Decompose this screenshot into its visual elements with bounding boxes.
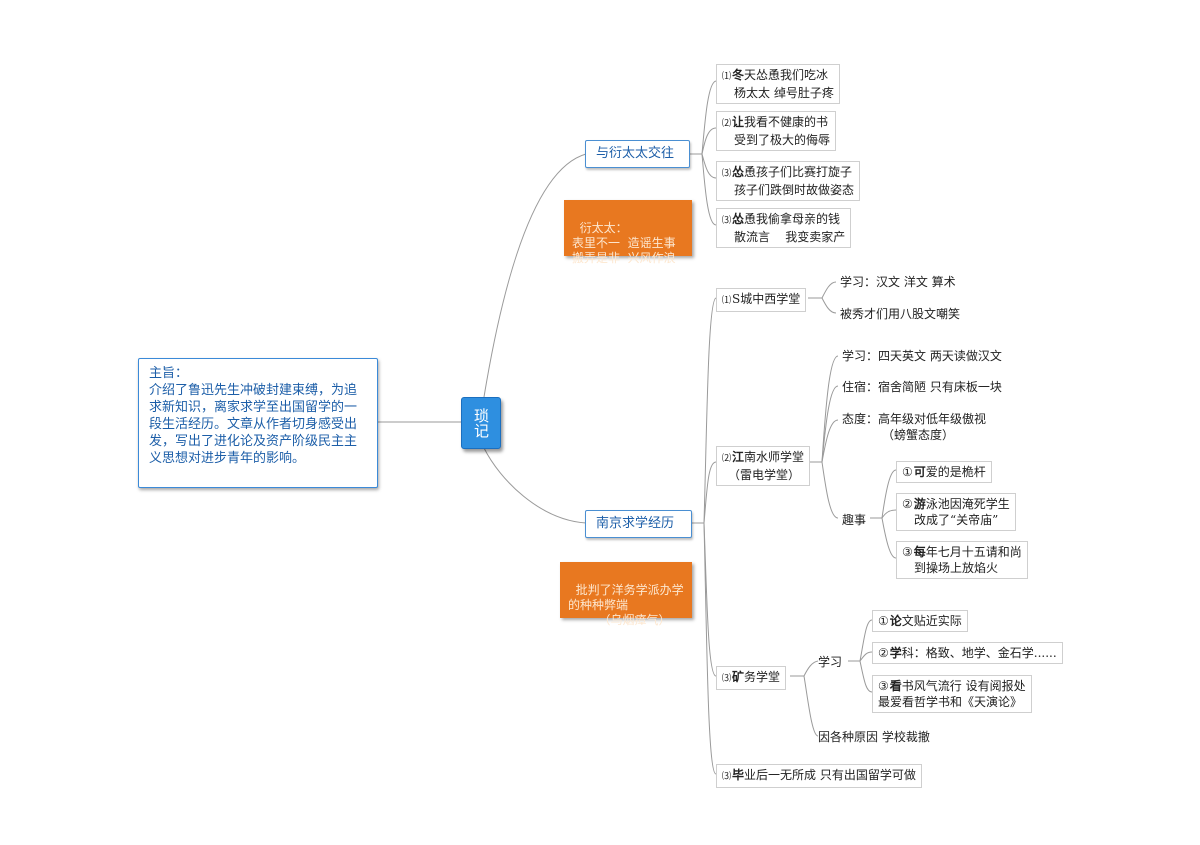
mine-closed-text: 因各种原因 学校裁撤 bbox=[818, 730, 930, 744]
yan-item-1-rest: 天怂恿我们吃冰 bbox=[744, 68, 829, 82]
summary-text: 介绍了鲁迅先生冲破封建束缚，为追求新知识，离家求学至出国留学的一段生活经历。文章… bbox=[149, 383, 358, 466]
mine-study-3-first: 看 bbox=[889, 679, 902, 693]
fun-item-3-rest: 年七月十五请和尚 bbox=[925, 545, 1022, 559]
yan-item-3-rest: 恿孩子们比赛打旋子 bbox=[744, 165, 853, 179]
mine-school[interactable]: ⑶矿务学堂 bbox=[716, 666, 787, 690]
mine-study-1-num: ① bbox=[878, 614, 889, 628]
yan-item-2-num: ⑵ bbox=[722, 119, 732, 129]
mine-study-2-first: 学 bbox=[889, 646, 902, 660]
yan-item-1-num: ⑴ bbox=[722, 72, 732, 82]
fun-item-3[interactable]: ③每年七月十五请和尚 到操场上放焰火 bbox=[896, 541, 1028, 579]
yan-item-2-first: 让 bbox=[732, 115, 745, 129]
jiangnan-title-rest: 南水师学堂 bbox=[744, 450, 805, 464]
yan-item-4-line2: 散流言 我变卖家产 bbox=[734, 230, 846, 244]
jiangnan-title-first: 江 bbox=[732, 450, 745, 464]
mine-study-label: 学习 bbox=[814, 652, 846, 672]
fun-item-3-num: ③ bbox=[902, 545, 913, 559]
fun-item-2-first: 游 bbox=[913, 497, 926, 511]
graduate-num: ⑶ bbox=[722, 772, 732, 782]
mine-study-2[interactable]: ②学科：格致、地学、金石学...... bbox=[872, 642, 1063, 664]
graduate-first: 毕 bbox=[732, 768, 745, 782]
yan-item-3-first: 怂 bbox=[732, 165, 745, 179]
fun-item-1-rest: 爱的是桅杆 bbox=[925, 465, 986, 479]
fun-item-3-line2: 到操场上放焰火 bbox=[914, 561, 999, 575]
yan-item-2-rest: 我看不健康的书 bbox=[744, 115, 829, 129]
mine-study-3-line2: 最爱看哲学书和《天演论》 bbox=[878, 695, 1023, 709]
mine-study-1[interactable]: ①论文贴近实际 bbox=[872, 610, 968, 632]
branch-yan-label: 与衍太太交往 bbox=[596, 146, 675, 161]
mine-title-first: 矿 bbox=[732, 670, 745, 684]
mine-study-1-rest: 文贴近实际 bbox=[901, 614, 962, 628]
branch-nanjing-note-text: 批判了洋务学派办学 的种种弊端 （乌烟瘴气） bbox=[568, 583, 684, 627]
jiangnan-lodging-text: 住宿：宿舍简陋 只有床板一块 bbox=[842, 380, 1002, 394]
yan-item-1[interactable]: ⑴冬天怂恿我们吃冰 杨太太 绰号肚子疼 bbox=[716, 64, 840, 104]
fun-item-1-num: ① bbox=[902, 465, 913, 479]
fun-item-3-first: 每 bbox=[913, 545, 926, 559]
yan-item-4-first: 怂 bbox=[732, 212, 745, 226]
mine-study-2-rest: 科：格致、地学、金石学...... bbox=[901, 646, 1057, 660]
s-school-item-1-text: 学习：汉文 洋文 算术 bbox=[840, 275, 956, 289]
branch-yan-title[interactable]: 与衍太太交往 bbox=[585, 140, 690, 168]
jiangnan-school[interactable]: ⑵江南水师学堂 （雷电学堂） bbox=[716, 446, 811, 486]
branch-yan-note: 衍太太： 表里不一 造谣生事 搬弄是非 兴风作浪 bbox=[564, 200, 692, 265]
jiangnan-attitude-sub: （螃蟹态度） bbox=[882, 428, 955, 442]
jiangnan-study: 学习：四天英文 两天读做汉文 bbox=[838, 346, 1006, 366]
mine-study-label-text: 学习 bbox=[818, 655, 843, 669]
graduate-item[interactable]: ⑶毕业后一无所成 只有出国留学可做 bbox=[716, 764, 922, 788]
branch-nanjing-title[interactable]: 南京求学经历 bbox=[585, 510, 692, 538]
jiangnan-lodging: 住宿：宿舍简陋 只有床板一块 bbox=[838, 377, 1006, 397]
mine-study-3-rest: 书风气流行 设有阅报处 bbox=[901, 679, 1026, 693]
yan-item-4-rest: 恿我偷拿母亲的钱 bbox=[744, 212, 841, 226]
fun-item-2-num: ② bbox=[902, 497, 913, 511]
fun-item-2-rest: 泳池因淹死学生 bbox=[925, 497, 1010, 511]
mine-title-rest: 务学堂 bbox=[744, 670, 781, 684]
s-school-title: S城中西学堂 bbox=[732, 292, 801, 306]
yan-item-3-num: ⑶ bbox=[722, 169, 732, 179]
s-school-item-2: 被秀才们用八股文嘲笑 bbox=[836, 304, 964, 324]
mine-num: ⑶ bbox=[722, 674, 732, 684]
center-node[interactable]: 琐记 bbox=[461, 397, 501, 449]
fun-item-2[interactable]: ②游泳池因淹死学生 改成了“关帝庙” bbox=[896, 493, 1016, 531]
s-school-item-2-text: 被秀才们用八股文嘲笑 bbox=[840, 307, 961, 321]
jiangnan-fun-label-text: 趣事 bbox=[842, 513, 867, 527]
jiangnan-fun-label: 趣事 bbox=[838, 510, 870, 530]
fun-item-1-first: 可 bbox=[913, 465, 926, 479]
s-school-num: ⑴ bbox=[722, 296, 732, 306]
jiangnan-study-text: 学习：四天英文 两天读做汉文 bbox=[842, 349, 1002, 363]
mine-study-3-num: ③ bbox=[878, 679, 889, 693]
fun-item-2-line2: 改成了“关帝庙” bbox=[914, 513, 999, 527]
mine-study-2-num: ② bbox=[878, 646, 889, 660]
yan-item-1-line2: 杨太太 绰号肚子疼 bbox=[734, 86, 834, 100]
jiangnan-attitude-text: 态度：高年级对低年级傲视 bbox=[842, 412, 987, 426]
yan-item-4-num: ⑶ bbox=[722, 216, 732, 226]
yan-item-4[interactable]: ⑶怂恿我偷拿母亲的钱 散流言 我变卖家产 bbox=[716, 208, 852, 248]
graduate-rest: 业后一无所成 只有出国留学可做 bbox=[744, 768, 916, 782]
mine-study-3[interactable]: ③看书风气流行 设有阅报处 最爱看哲学书和《天演论》 bbox=[872, 675, 1032, 713]
branch-yan-note-text: 衍太太： 表里不一 造谣生事 搬弄是非 兴风作浪 bbox=[572, 221, 676, 265]
summary-label: 主旨： bbox=[149, 366, 189, 381]
fun-item-1[interactable]: ①可爱的是桅杆 bbox=[896, 461, 992, 483]
branch-nanjing-label: 南京求学经历 bbox=[596, 516, 675, 531]
mine-closed: 因各种原因 学校裁撤 bbox=[814, 727, 934, 747]
yan-item-2-line2: 受到了极大的侮辱 bbox=[734, 133, 831, 147]
jiangnan-subtitle: （雷电学堂） bbox=[728, 468, 801, 482]
jiangnan-attitude: 态度：高年级对低年级傲视 （螃蟹态度） bbox=[838, 409, 990, 445]
yan-item-1-first: 冬 bbox=[732, 68, 745, 82]
center-title: 琐记 bbox=[472, 408, 490, 438]
yan-item-3-line2: 孩子们跌倒时故做姿态 bbox=[734, 183, 855, 197]
summary-box: 主旨： 介绍了鲁迅先生冲破封建束缚，为追求新知识，离家求学至出国留学的一段生活经… bbox=[138, 358, 378, 488]
branch-nanjing-note: 批判了洋务学派办学 的种种弊端 （乌烟瘴气） bbox=[560, 562, 692, 627]
s-school-item-1: 学习：汉文 洋文 算术 bbox=[836, 272, 960, 292]
jiangnan-num: ⑵ bbox=[722, 454, 732, 464]
s-school[interactable]: ⑴S城中西学堂 bbox=[716, 288, 807, 312]
yan-item-3[interactable]: ⑶怂恿孩子们比赛打旋子 孩子们跌倒时故做姿态 bbox=[716, 161, 861, 201]
mine-study-1-first: 论 bbox=[889, 614, 902, 628]
yan-item-2[interactable]: ⑵让我看不健康的书 受到了极大的侮辱 bbox=[716, 111, 837, 151]
